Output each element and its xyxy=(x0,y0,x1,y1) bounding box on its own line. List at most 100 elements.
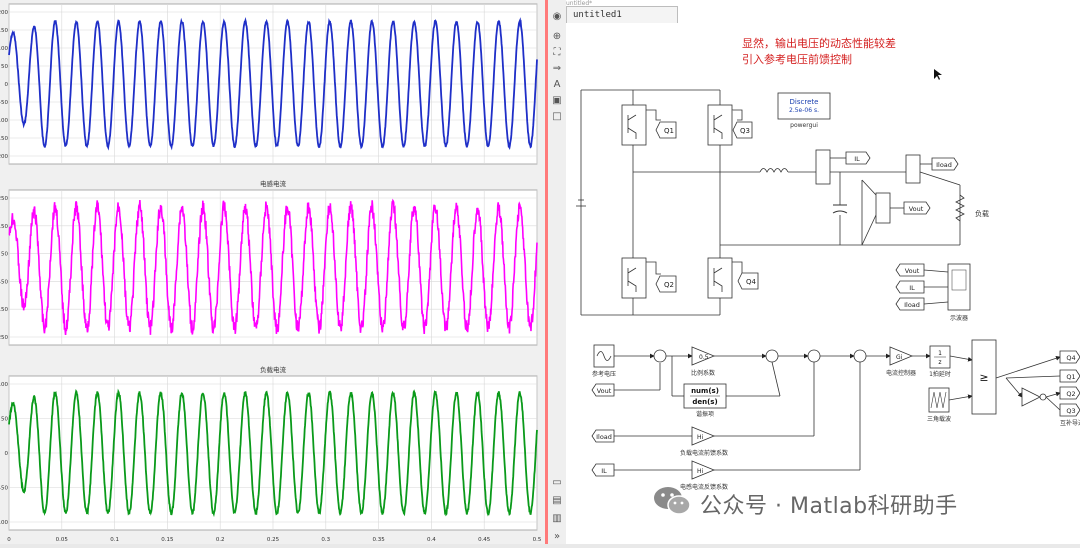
signal-trace xyxy=(8,17,538,151)
goto-iload-label: Iload xyxy=(936,161,952,169)
igbt-q4[interactable] xyxy=(707,257,733,299)
signal-trace xyxy=(8,198,538,335)
from-iload[interactable] xyxy=(591,429,615,443)
y-tick-label: -150 xyxy=(0,307,8,313)
annotation-line2: 引入参考电压前馈控制 xyxy=(742,52,852,66)
x-tick-label: 0.1 xyxy=(110,537,119,543)
y-tick-label: -50 xyxy=(0,279,8,285)
cursor-icon xyxy=(934,69,942,80)
model-tab[interactable]: untitled1 xyxy=(566,6,678,23)
x-tick-label: 0.25 xyxy=(267,537,280,543)
wechat-icon xyxy=(654,487,691,515)
goto-out-q4[interactable] xyxy=(1059,350,1080,364)
from-q4-label: Q4 xyxy=(746,278,757,286)
from-scope-iload[interactable] xyxy=(895,297,925,311)
from-q2[interactable] xyxy=(655,275,677,293)
from-scope-vout[interactable] xyxy=(895,263,925,277)
plot-title: 负载电流 xyxy=(260,365,287,374)
y-tick-label: 50 xyxy=(1,252,8,258)
window-title: untitled* xyxy=(566,0,593,7)
delay-num: 1 xyxy=(938,350,942,357)
powergui-block[interactable] xyxy=(777,92,831,120)
sum-3[interactable] xyxy=(807,349,821,363)
from-scope-iload-label: Iload xyxy=(904,301,920,309)
zoom-icon[interactable]: ⊕ xyxy=(552,31,562,42)
goto-out-q3[interactable] xyxy=(1059,403,1080,417)
y-tick-label: 250 xyxy=(0,196,8,202)
goto-il-label: IL xyxy=(854,155,860,163)
y-tick-label: 0 xyxy=(5,451,9,457)
info-icon[interactable]: ▥ xyxy=(552,513,562,524)
text-annotation-icon[interactable]: A xyxy=(553,79,561,90)
powergui-line2: 2.5e-06 s. xyxy=(789,107,819,114)
fit-view-icon[interactable]: ⛶ xyxy=(553,47,561,58)
from-q4[interactable] xyxy=(737,272,759,290)
inductor xyxy=(759,168,789,173)
arrow-icon[interactable]: ⇒ xyxy=(552,63,562,74)
gain-kp[interactable] xyxy=(691,346,716,366)
hide-browser-icon[interactable]: ◉ xyxy=(552,11,562,22)
current-sensor-iload[interactable] xyxy=(905,154,921,184)
current-sensor-il[interactable] xyxy=(815,149,831,185)
goto-vout[interactable] xyxy=(903,201,931,215)
goto-out-q4-label: Q4 xyxy=(1066,354,1075,362)
goto-out-q2[interactable] xyxy=(1059,386,1080,400)
delay-den: z xyxy=(938,359,941,366)
sum-2[interactable] xyxy=(765,349,779,363)
goto-il[interactable] xyxy=(845,151,871,165)
gain-gi-label: 电流控制器 xyxy=(886,369,916,377)
window-divider[interactable] xyxy=(545,0,548,544)
from-q2-label: Q2 xyxy=(664,281,674,289)
carrier-label: 三角载波 xyxy=(927,415,951,423)
from-q1[interactable] xyxy=(655,121,677,139)
x-tick-label: 0.35 xyxy=(372,537,385,543)
goto-out-q2-label: Q2 xyxy=(1066,390,1075,398)
from-scope-il[interactable] xyxy=(895,280,925,294)
scope-plots-panel: 200150100500-50-100-150-20025015050-50-1… xyxy=(0,3,542,543)
from-q3[interactable] xyxy=(732,121,753,139)
annotation-line1: 显然，输出电压的动态性能较差 xyxy=(742,36,896,50)
model-browser-icon[interactable]: ▤ xyxy=(552,495,562,506)
y-tick-label: 150 xyxy=(0,28,8,34)
from-il-label: IL xyxy=(601,467,607,475)
y-tick-label: 150 xyxy=(0,224,8,230)
y-tick-label: -100 xyxy=(0,520,8,526)
compare-symbol: ≥ xyxy=(979,371,988,384)
simulink-diagram: 显然，输出电压的动态性能较差 引入参考电压前馈控制 Discrete 2.5e-… xyxy=(576,36,1080,491)
expand-icon[interactable]: » xyxy=(553,531,561,542)
sum-4[interactable] xyxy=(853,349,867,363)
goto-vout-label: Vout xyxy=(909,205,924,213)
goto-out-q1[interactable] xyxy=(1059,369,1080,383)
simulink-canvas[interactable] xyxy=(566,0,1080,544)
igbt-q1[interactable] xyxy=(621,104,647,146)
gain-hi-ff[interactable] xyxy=(691,426,716,446)
sum-1[interactable] xyxy=(653,349,667,363)
signal-trace xyxy=(8,388,538,518)
gain-hi-fb[interactable] xyxy=(691,460,716,480)
tf-label: 谐振项 xyxy=(696,410,714,418)
relational-operator[interactable] xyxy=(971,339,997,415)
y-tick-label: 50 xyxy=(1,64,8,70)
igbt-q2[interactable] xyxy=(621,257,647,299)
from-vout[interactable] xyxy=(591,383,615,397)
x-tick-label: 0.3 xyxy=(321,537,330,543)
from-q3-label: Q3 xyxy=(740,127,750,135)
goto-iload[interactable] xyxy=(931,157,959,171)
igbt-q3[interactable] xyxy=(707,104,733,146)
x-tick-label: 0.2 xyxy=(216,537,225,543)
y-tick-label: -50 xyxy=(0,486,8,492)
gain-hi-fb-label: 电感电流反馈系数 xyxy=(680,483,728,491)
image-icon[interactable]: ▣ xyxy=(552,95,562,106)
y-tick-label: -200 xyxy=(0,154,8,160)
gain-gi[interactable] xyxy=(889,346,914,366)
from-scope-vout-label: Vout xyxy=(905,267,920,275)
voltage-sensor[interactable] xyxy=(875,192,891,224)
from-vout-label: Vout xyxy=(597,387,612,395)
scope-plot-3: 100500-50-100负载电流 xyxy=(0,365,538,531)
from-il[interactable] xyxy=(591,463,615,477)
area-icon[interactable]: □ xyxy=(552,111,562,122)
triangle-carrier[interactable] xyxy=(928,387,950,413)
area-icon-2[interactable]: ▭ xyxy=(552,477,562,488)
logic-not[interactable] xyxy=(1021,387,1041,407)
x-tick-label: 0.45 xyxy=(478,537,491,543)
